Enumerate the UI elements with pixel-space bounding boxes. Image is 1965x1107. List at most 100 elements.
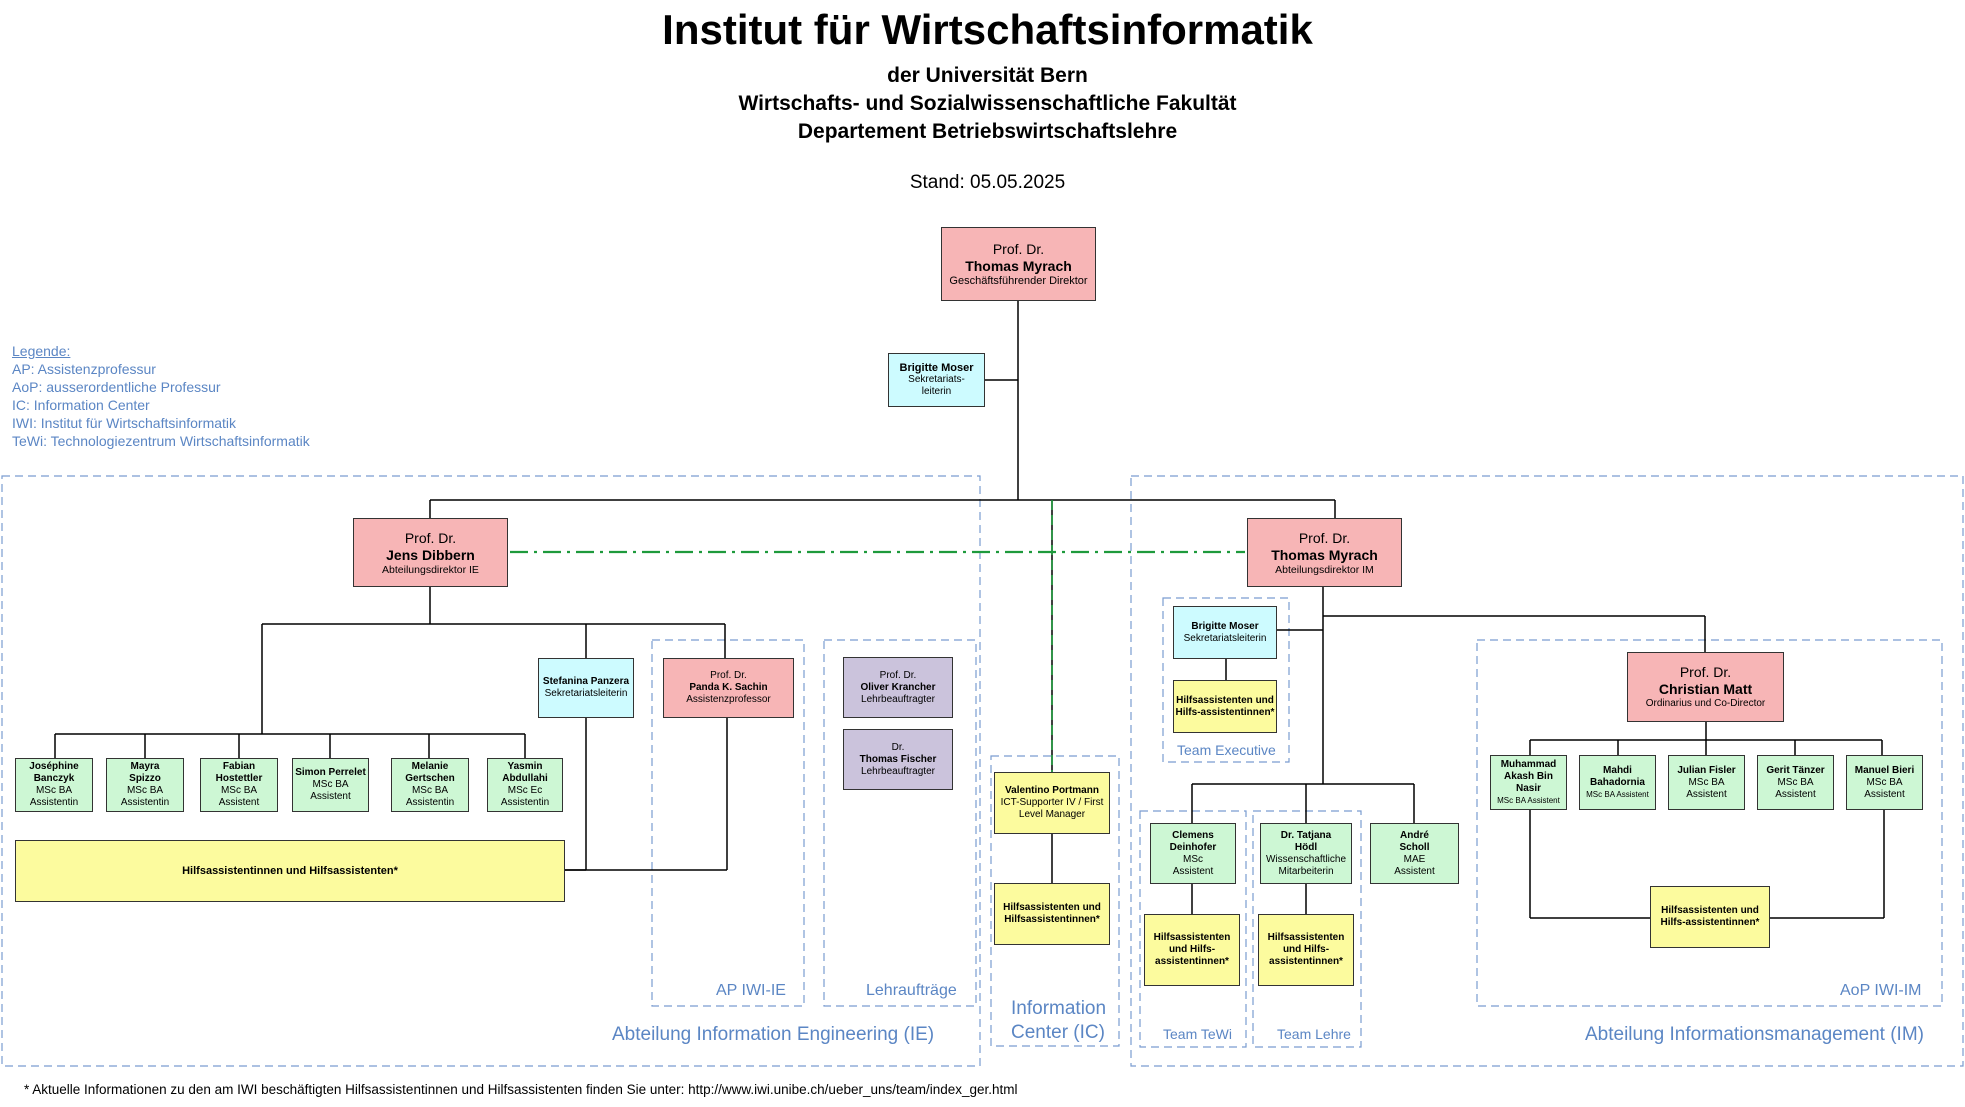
dibbern-name: Jens Dibbern xyxy=(386,546,475,563)
zone-label-im: Abteilung Informationsmanagement (IM) xyxy=(1585,1024,1924,1045)
connectors xyxy=(54,301,1885,919)
box-managing-director: Prof. Dr. Thomas Myrach Geschäftsführend… xyxy=(941,227,1096,301)
tewi-helpers-l1: Hilfsassistenten xyxy=(1153,932,1231,943)
deinhofer-role: Assistent xyxy=(1172,865,1214,877)
director-title: Prof. Dr. xyxy=(992,241,1045,257)
lehre-helpers-l2: und Hilfs- xyxy=(1282,944,1330,955)
zone-label-team-lehre: Team Lehre xyxy=(1277,1026,1351,1042)
page-title: Institut für Wirtschaftsinformatik xyxy=(662,6,1313,53)
moser-im-name: Brigitte Moser xyxy=(1191,620,1259,632)
zone-label-ap: AP IWI-IE xyxy=(716,982,786,999)
zone-label-ie: Abteilung Information Engineering (IE) xyxy=(612,1024,935,1045)
staff-name1: Yasmin xyxy=(507,761,543,772)
staff-role: Assistent xyxy=(1686,788,1727,800)
zone-label-team-tewi: Team TeWi xyxy=(1163,1026,1232,1042)
staff-name2: Spizzo xyxy=(129,773,161,784)
zone-lehre-border xyxy=(1252,810,1362,1048)
footnote: * Aktuelle Informationen zu den am IWI b… xyxy=(24,1082,1018,1097)
box-scholl: André Scholl MAE Assistent xyxy=(1370,823,1459,884)
zone-lehr-border xyxy=(823,639,977,1007)
box-im-staff: Julian Fisler MSc BA Assistent xyxy=(1668,755,1745,810)
staff-role: Assistent xyxy=(1864,788,1905,800)
box-im-staff: Gerit Tänzer MSc BA Assistent xyxy=(1757,755,1834,810)
staff-degree: MSc BA xyxy=(220,785,258,796)
hoedl-name1: Dr. Tatjana xyxy=(1280,829,1332,841)
staff-name1: Mayra xyxy=(130,761,160,772)
scholl-role: Assistent xyxy=(1394,865,1435,877)
staff-name1: Melanie xyxy=(411,761,449,772)
lehre-helpers-l1: Hilfsassistenten xyxy=(1267,932,1345,943)
zone-label-ic-line2: Center (IC) xyxy=(1011,1022,1105,1043)
legend-item: IC: Information Center xyxy=(12,397,150,413)
deinhofer-degree: MSc xyxy=(1183,853,1203,865)
date-stand: Stand: 05.05.2025 xyxy=(909,172,1066,193)
legend-item: AoP: ausserordentliche Professur xyxy=(12,379,221,395)
staff-degree: MSc BA Assistent xyxy=(1497,795,1560,805)
staff-degree: MSc BA xyxy=(1688,776,1725,788)
staff-name2: Akash Bin xyxy=(1504,770,1553,782)
box-secretariat-top: Brigitte Moser Sekretariats- leiterin xyxy=(888,353,985,407)
staff-degree: MSc BA xyxy=(1777,776,1814,788)
box-tewi-helpers: Hilfsassistenten und Hilfs- assistentinn… xyxy=(1144,914,1240,986)
dibbern-title: Prof. Dr. xyxy=(404,529,457,546)
staff-degree: MSc BA Assistent xyxy=(1586,789,1649,799)
krancher-name: Oliver Krancher xyxy=(860,681,936,693)
dibbern-role: Abteilungsdirektor IE xyxy=(382,563,479,576)
aop-helpers-l2: Hilfs-assistentinnen* xyxy=(1660,917,1760,928)
box-krancher: Prof. Dr. Oliver Krancher Lehrbeauftragt… xyxy=(843,657,953,718)
staff-role: Assistentin xyxy=(29,797,79,808)
box-sachin: Prof. Dr. Panda K. Sachin Assistenzprofe… xyxy=(663,658,794,718)
zone-im-border xyxy=(1130,475,1964,1067)
staff-degree: MSc BA xyxy=(411,785,449,796)
staff-name1: Gerit Tänzer xyxy=(1766,764,1825,776)
tewi-helpers-l2: und Hilfs- xyxy=(1168,944,1216,955)
box-exec-helpers: Hilfsassistenten und Hilfs-assistentinne… xyxy=(1173,680,1277,733)
moser-top-role2: leiterin xyxy=(921,386,952,397)
staff-name1: Fabian xyxy=(222,761,256,772)
staff-degree: MSc Ec xyxy=(507,785,543,796)
box-im-staff: Muhammad Akash Bin Nasir MSc BA Assisten… xyxy=(1490,755,1567,810)
box-ie-staff: Joséphine Banczyk MSc BA Assistentin xyxy=(15,758,93,812)
staff-name2: Bahadornia xyxy=(1589,776,1645,788)
panzera-name: Stefanina Panzera xyxy=(542,676,630,687)
exec-helpers-l1: Hilfsassistenten und xyxy=(1176,694,1274,706)
staff-name2: Abdullahi xyxy=(502,773,548,784)
matt-name: Christian Matt xyxy=(1658,681,1753,697)
subtitle-department: Departement Betriebswirtschaftslehre xyxy=(797,120,1178,143)
director-role: Geschäftsführender Direktor xyxy=(949,275,1088,287)
box-hoedl: Dr. Tatjana Hödl Wissenschaftliche Mitar… xyxy=(1260,823,1352,884)
box-ic-helpers: Hilfsassistenten und Hilfsassistentinnen… xyxy=(994,883,1110,945)
legend-item: TeWi: Technologiezentrum Wirtschaftsinfo… xyxy=(12,433,310,449)
staff-name1: Manuel Bieri xyxy=(1854,764,1915,776)
portmann-role2: Level Manager xyxy=(1018,809,1086,820)
hoedl-name2: Hödl xyxy=(1294,841,1318,853)
box-ie-staff: Melanie Gertschen MSc BA Assistentin xyxy=(391,758,469,812)
panzera-role: Sekretariatsleiterin xyxy=(544,688,628,699)
myrach-im-title: Prof. Dr. xyxy=(1298,529,1351,546)
ic-helpers-l2: Hilfsassistentinnen* xyxy=(1004,914,1100,925)
scholl-name2: Scholl xyxy=(1399,841,1430,853)
box-aop-helpers: Hilfsassistenten und Hilfs-assistentinne… xyxy=(1650,886,1770,948)
fischer-name: Thomas Fischer xyxy=(859,753,937,765)
box-fischer: Dr. Thomas Fischer Lehrbeauftragter xyxy=(843,729,953,790)
box-ie-staff: Yasmin Abdullahi MSc Ec Assistentin xyxy=(487,758,563,812)
staff-degree: MSc BA xyxy=(35,785,73,796)
zone-tewi-border xyxy=(1139,810,1247,1048)
legend: Legende: AP: Assistenzprofessur AoP: aus… xyxy=(12,342,310,450)
myrach-im-role: Abteilungsdirektor IM xyxy=(1275,563,1374,576)
hoedl-role1: Wissenschaftliche xyxy=(1265,853,1347,865)
moser-top-name: Brigitte Moser xyxy=(899,362,974,374)
ic-helpers-l1: Hilfsassistenten und xyxy=(1003,902,1101,913)
aop-helpers-l1: Hilfsassistenten und xyxy=(1661,905,1759,916)
subtitle-university: der Universität Bern xyxy=(887,64,1088,87)
lehre-helpers-l3: assistentinnen* xyxy=(1269,956,1343,967)
staff-role: Assistentin xyxy=(500,797,550,808)
deinhofer-name2: Deinhofer xyxy=(1169,841,1217,853)
box-matt: Prof. Dr. Christian Matt Ordinarius und … xyxy=(1627,652,1784,722)
fischer-role: Lehrbeauftragter xyxy=(861,765,935,777)
sachin-title: Prof. Dr. xyxy=(710,670,747,681)
staff-name2: Gertschen xyxy=(405,773,455,784)
director-name: Thomas Myrach xyxy=(965,258,1072,274)
staff-role: Assistentin xyxy=(120,797,170,808)
box-dibbern: Prof. Dr. Jens Dibbern Abteilungsdirekto… xyxy=(353,518,508,587)
